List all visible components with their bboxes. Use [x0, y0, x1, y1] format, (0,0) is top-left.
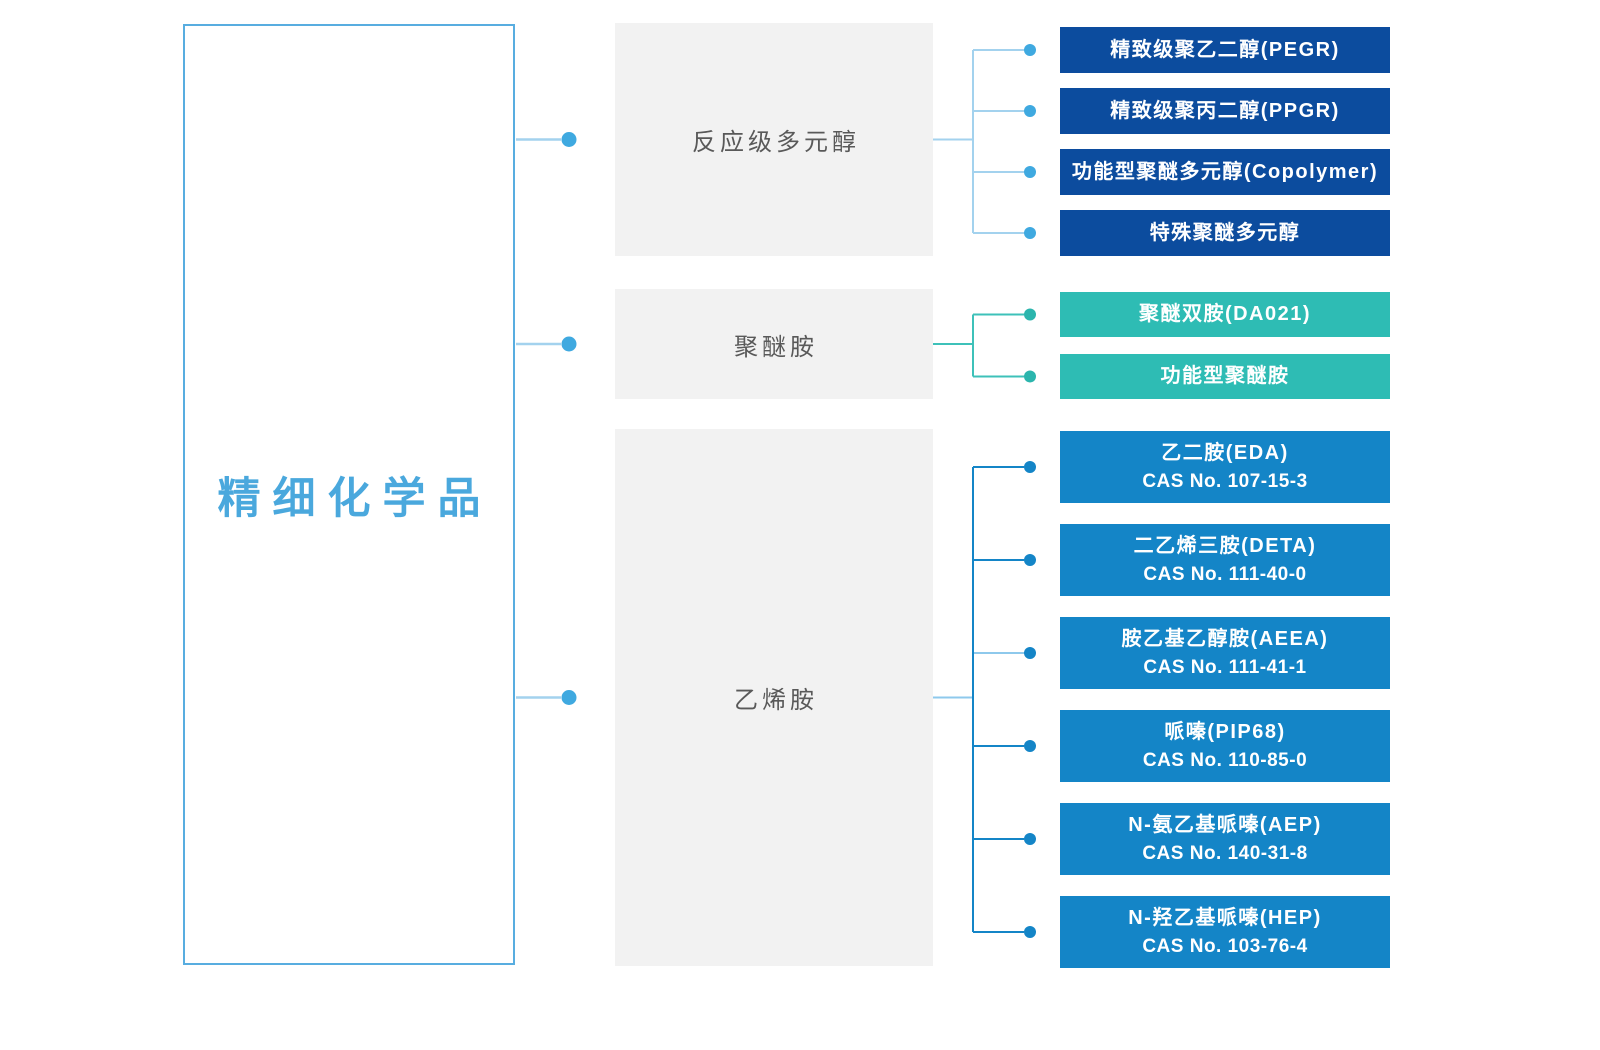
product-title: N-羟乙基哌嗪(HEP)	[1128, 906, 1322, 929]
product-title: 特殊聚醚多元醇	[1149, 221, 1301, 244]
product-cas-number: CAS No. 140-31-8	[1142, 842, 1308, 864]
product-node-deta[interactable]: 二乙烯三胺(DETA) CAS No. 111-40-0	[1060, 524, 1390, 596]
product-node-aep[interactable]: N-氨乙基哌嗪(AEP) CAS No. 140-31-8	[1060, 803, 1390, 875]
product-title: 二乙烯三胺(DETA)	[1133, 534, 1317, 557]
category-node-reactive-polyols: 反应级多元醇	[615, 23, 933, 256]
product-title: 聚醚双胺(DA021)	[1138, 303, 1312, 325]
product-node-pegr[interactable]: 精致级聚乙二醇(PEGR)	[1060, 27, 1390, 73]
product-node-functional-polyetheramine[interactable]: 功能型聚醚胺	[1060, 354, 1390, 399]
product-title: 胺乙基乙醇胺(AEEA)	[1121, 627, 1329, 650]
product-node-ppgr[interactable]: 精致级聚丙二醇(PPGR)	[1060, 88, 1390, 134]
product-cas-number: CAS No. 107-15-3	[1142, 470, 1308, 492]
product-cas-number: CAS No. 111-41-1	[1143, 656, 1307, 678]
product-title: 精致级聚丙二醇(PPGR)	[1110, 99, 1340, 122]
product-node-copolymer[interactable]: 功能型聚醚多元醇(Copolymer)	[1060, 149, 1390, 195]
product-title: 精致级聚乙二醇(PEGR)	[1110, 38, 1340, 61]
product-node-hep[interactable]: N-羟乙基哌嗪(HEP) CAS No. 103-76-4	[1060, 896, 1390, 968]
root-title: 精细化学品	[217, 474, 493, 523]
product-cas-number: CAS No. 111-40-0	[1143, 563, 1307, 585]
product-node-da021[interactable]: 聚醚双胺(DA021)	[1060, 292, 1390, 337]
category-label: 乙烯胺	[734, 687, 818, 714]
product-node-special-polyether-polyol[interactable]: 特殊聚醚多元醇	[1060, 210, 1390, 256]
root-node-fine-chemicals: 精细化学品	[183, 24, 515, 965]
product-title: 哌嗪(PIP68)	[1164, 720, 1286, 743]
category-node-ethyleneamine: 乙烯胺	[615, 429, 933, 966]
category-node-polyetheramine: 聚醚胺	[615, 289, 933, 399]
product-cas-number: CAS No. 103-76-4	[1142, 935, 1308, 957]
product-title: 功能型聚醚多元醇(Copolymer)	[1071, 160, 1379, 183]
product-cas-number: CAS No. 110-85-0	[1142, 749, 1308, 771]
category-label: 反应级多元醇	[692, 129, 860, 156]
product-node-aeea[interactable]: 胺乙基乙醇胺(AEEA) CAS No. 111-41-1	[1060, 617, 1390, 689]
category-label: 聚醚胺	[734, 333, 818, 361]
product-title: 乙二胺(EDA)	[1161, 441, 1289, 464]
product-title: 功能型聚醚胺	[1160, 365, 1290, 387]
product-node-eda[interactable]: 乙二胺(EDA) CAS No. 107-15-3	[1060, 431, 1390, 503]
product-title: N-氨乙基哌嗪(AEP)	[1128, 813, 1322, 836]
product-node-pip68[interactable]: 哌嗪(PIP68) CAS No. 110-85-0	[1060, 710, 1390, 782]
